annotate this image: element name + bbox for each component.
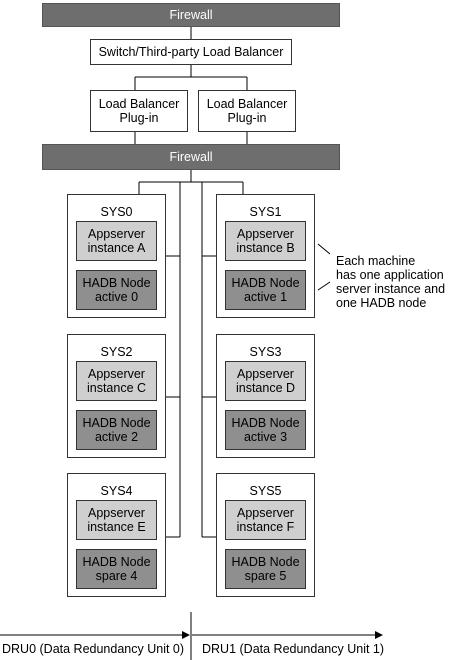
sys5-appserver-instance: Appserver instance F	[225, 500, 306, 540]
sys1-hadb-node: HADB Node active 1	[225, 270, 306, 310]
sys2-label: SYS2	[100, 345, 133, 359]
sys5-label: SYS5	[249, 484, 282, 498]
firewall-middle-bar: Firewall	[42, 144, 340, 170]
sys2-hadb-label: HADB Node active 2	[82, 416, 151, 444]
sys4-hadb-label: HADB Node spare 4	[82, 555, 151, 583]
load-balancer-plugin-left: Load Balancer Plug-in	[90, 90, 188, 132]
sys0-hadb-label: HADB Node active 0	[82, 276, 151, 304]
sys5-hadb-label: HADB Node spare 5	[231, 555, 300, 583]
sys1-label: SYS1	[249, 205, 282, 219]
sys1-appserver-label: Appserver instance B	[236, 227, 295, 255]
plugin-right-label: Load Balancer Plug-in	[206, 97, 288, 125]
dru0-label: DRU0 (Data Redundancy Unit 0)	[2, 642, 184, 656]
dru1-text: DRU1 (Data Redundancy Unit 1)	[202, 642, 385, 656]
sys4-appserver-instance: Appserver instance E	[76, 500, 157, 540]
sys0-appserver-instance: Appserver instance A	[76, 221, 157, 261]
sys0-label: SYS0	[100, 205, 133, 219]
sys3-hadb-label: HADB Node active 3	[231, 416, 300, 444]
switch-load-balancer-box: Switch/Third-party Load Balancer	[90, 39, 292, 65]
sys2-hadb-node: HADB Node active 2	[76, 410, 157, 450]
sys4-label: SYS4	[100, 484, 133, 498]
sys2-appserver-instance: Appserver instance C	[76, 361, 157, 401]
load-balancer-plugin-right: Load Balancer Plug-in	[198, 90, 296, 132]
sys3-appserver-label: Appserver instance D	[235, 367, 296, 395]
sys5-appserver-label: Appserver instance F	[236, 506, 295, 534]
machine-annotation: Each machine has one application server …	[336, 240, 445, 310]
sys4-hadb-node: HADB Node spare 4	[76, 549, 157, 589]
firewall-top-bar: Firewall	[42, 3, 340, 27]
dru0-text: DRU0 (Data Redundancy Unit 0)	[2, 642, 185, 656]
sys3-label: SYS3	[249, 345, 282, 359]
sys4-appserver-label: Appserver instance E	[87, 506, 146, 534]
plugin-left-label: Load Balancer Plug-in	[98, 97, 180, 125]
switch-load-balancer-label: Switch/Third-party Load Balancer	[98, 45, 284, 59]
sys1-hadb-label: HADB Node active 1	[231, 276, 300, 304]
sys1-appserver-instance: Appserver instance B	[225, 221, 306, 261]
sys0-hadb-node: HADB Node active 0	[76, 270, 157, 310]
firewall-middle-label: Firewall	[169, 150, 213, 164]
sys0-appserver-label: Appserver instance A	[87, 227, 146, 255]
sys2-appserver-label: Appserver instance C	[86, 367, 147, 395]
dru1-label: DRU1 (Data Redundancy Unit 1)	[202, 642, 384, 656]
sys3-appserver-instance: Appserver instance D	[225, 361, 306, 401]
sys3-hadb-node: HADB Node active 3	[225, 410, 306, 450]
sys5-hadb-node: HADB Node spare 5	[225, 549, 306, 589]
firewall-top-label: Firewall	[169, 8, 213, 22]
machine-annotation-text: Each machine has one application server …	[336, 254, 446, 310]
